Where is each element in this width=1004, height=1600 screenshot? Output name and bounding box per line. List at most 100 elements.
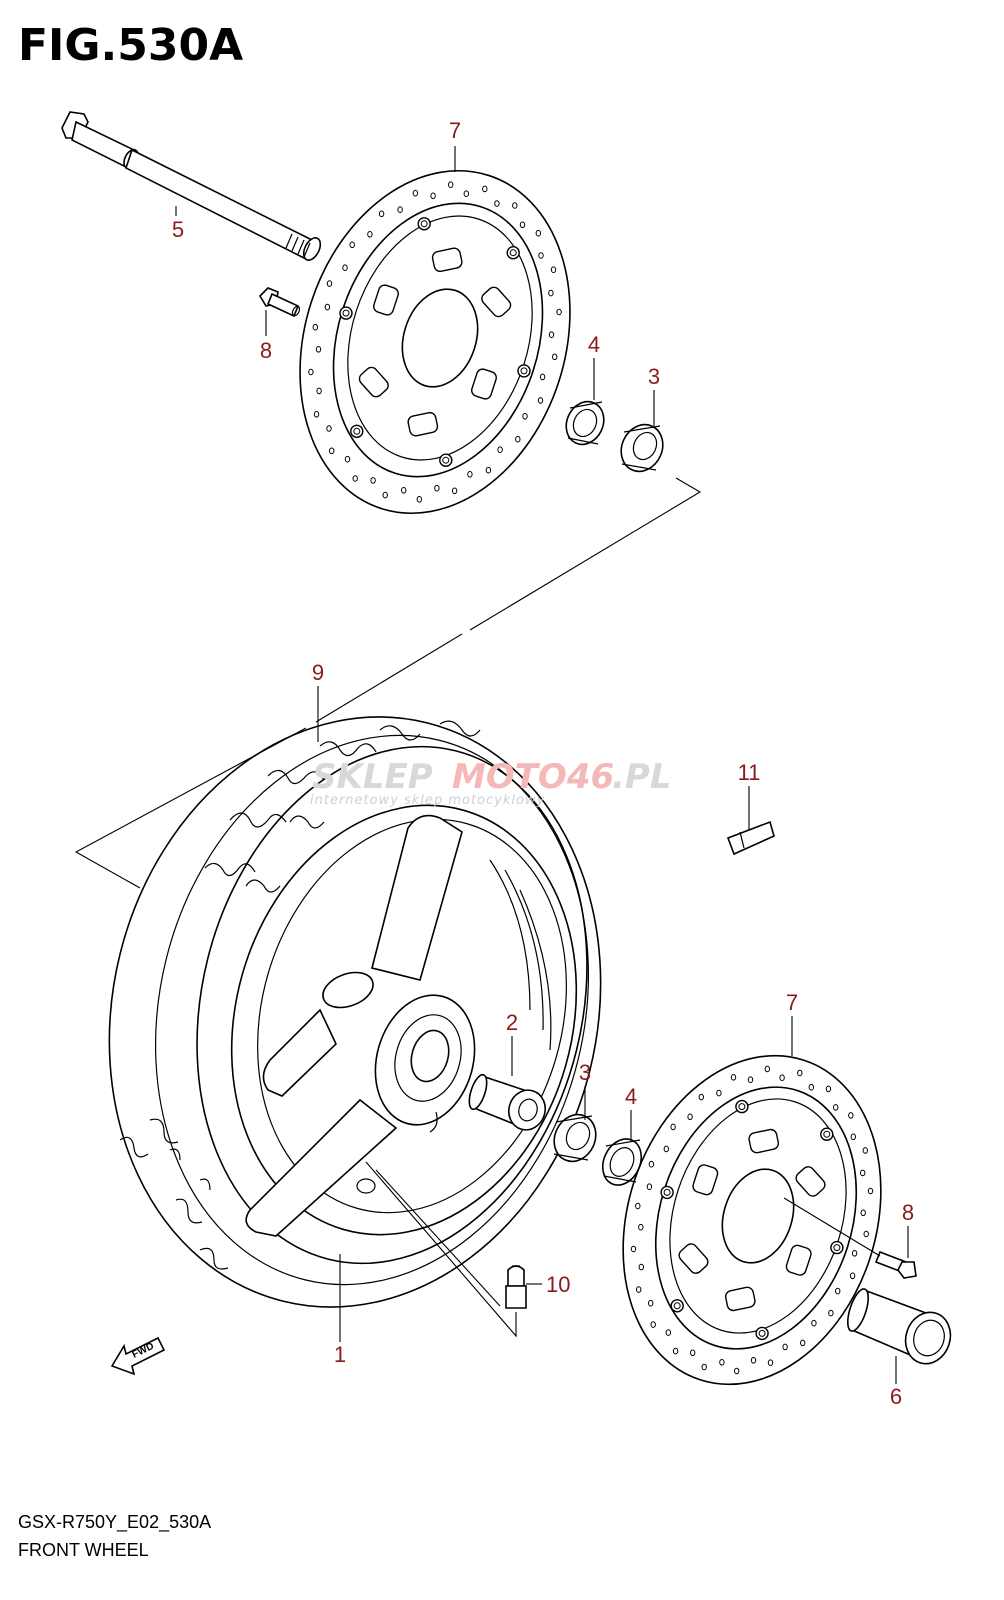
drill-hole <box>850 1133 856 1141</box>
leader-lines <box>175 146 909 1384</box>
disc-window <box>431 247 463 273</box>
drill-hole <box>416 496 422 503</box>
disc-rivet <box>439 453 453 467</box>
drill-hole <box>848 1112 854 1119</box>
model-code: GSX-R750Y_E02_530A <box>18 1512 211 1533</box>
drill-hole <box>315 346 322 353</box>
drill-hole <box>835 1287 841 1295</box>
drill-hole <box>867 1187 874 1195</box>
drill-hole <box>860 1169 866 1177</box>
drill-hole <box>316 387 322 395</box>
drill-hole <box>467 471 473 478</box>
callout-7-bottom: 7 <box>786 990 798 1015</box>
disc-rivet-center <box>758 1329 766 1337</box>
drill-hole <box>690 1349 696 1357</box>
drill-hole <box>537 397 544 404</box>
drill-hole <box>767 1359 774 1366</box>
drill-hole <box>485 466 492 474</box>
drill-hole <box>650 1321 656 1328</box>
oil-seal-bottom <box>601 1138 643 1186</box>
drill-hole <box>378 210 385 218</box>
drill-hole <box>538 252 544 259</box>
callout-9: 9 <box>312 660 324 685</box>
disc-rivet <box>506 245 520 260</box>
disc-rivet-center <box>520 367 528 375</box>
drill-hole <box>851 1250 858 1257</box>
drill-hole <box>797 1069 803 1077</box>
balancer-weight <box>726 820 775 856</box>
drill-hole <box>342 264 348 272</box>
disc-window <box>795 1166 826 1197</box>
spacer-collar <box>468 1073 547 1131</box>
drill-hole <box>515 435 521 443</box>
callout-8-top: 8 <box>260 338 272 363</box>
callout-1: 1 <box>334 1342 346 1367</box>
watermark-brand-suffix: .PL <box>612 757 672 797</box>
drill-hole <box>635 1202 641 1210</box>
disc-rivet <box>670 1299 684 1313</box>
axle-collar <box>846 1288 952 1365</box>
drill-hole <box>779 1074 785 1081</box>
disc-rivet-center <box>833 1244 841 1252</box>
drill-hole <box>825 1085 832 1093</box>
drill-hole <box>698 1093 704 1101</box>
drill-hole <box>463 190 469 197</box>
callout-8-bottom: 8 <box>902 1200 914 1225</box>
drill-hole <box>730 1074 737 1081</box>
disc-window <box>748 1128 780 1154</box>
drill-hole <box>663 1145 669 1153</box>
drill-hole <box>782 1343 788 1351</box>
watermark-brand-gray: SKLEP <box>312 757 433 797</box>
disc-bolt-bottom <box>874 1250 917 1279</box>
drill-hole <box>556 308 562 316</box>
disc-rivet <box>735 1099 749 1114</box>
drill-hole <box>522 413 528 420</box>
disc-rivet <box>755 1326 769 1341</box>
drill-hole <box>630 1245 637 1253</box>
drill-hole <box>512 202 518 209</box>
disc-bolt-top <box>258 287 301 318</box>
front-tire <box>108 716 602 1308</box>
drill-hole <box>800 1339 806 1347</box>
disc-rivet <box>517 364 531 378</box>
drill-hole <box>448 181 454 188</box>
drill-hole <box>548 289 554 297</box>
tire-valve <box>505 1265 527 1309</box>
drill-hole <box>716 1089 722 1097</box>
drill-hole <box>326 280 333 287</box>
drill-hole <box>833 1104 839 1111</box>
oil-seal-top <box>565 400 605 446</box>
disc-rivet-center <box>823 1130 831 1138</box>
drill-hole <box>482 185 488 193</box>
callout-6: 6 <box>890 1384 902 1409</box>
disc-rivet-center <box>342 309 350 317</box>
axle-shaft <box>61 111 322 261</box>
drill-hole <box>808 1083 814 1091</box>
drill-hole <box>863 1230 869 1238</box>
disc-window <box>692 1164 719 1196</box>
drill-hole <box>862 1147 868 1154</box>
disc-rivet-center <box>738 1103 746 1111</box>
callout-4-top: 4 <box>588 332 600 357</box>
callout-3-top: 3 <box>648 364 660 389</box>
callout-5: 5 <box>172 217 184 242</box>
figure-title: FIG.530A <box>18 20 243 71</box>
disc-rivet <box>660 1185 674 1200</box>
watermark: SKLEP MOTO46 .PL internetowy sklep motoc… <box>310 757 672 808</box>
disc-window <box>358 366 389 398</box>
disc-rivet-center <box>663 1188 671 1196</box>
drill-hole <box>451 487 458 495</box>
callout-2: 2 <box>506 1010 518 1035</box>
disc-window <box>724 1286 756 1312</box>
drill-hole <box>719 1359 725 1366</box>
drill-hole <box>535 229 541 237</box>
fwd-arrow-icon: FWD <box>110 1336 166 1376</box>
disc-rivet <box>339 306 353 320</box>
brake-disc-bottom <box>622 1054 882 1386</box>
callout-labels: 7 5 8 4 3 9 11 2 3 4 7 8 10 1 6 <box>172 118 914 1409</box>
drill-hole <box>672 1347 679 1355</box>
drill-hole <box>638 1223 644 1231</box>
drill-hole <box>313 411 320 418</box>
drill-hole <box>648 1160 655 1168</box>
